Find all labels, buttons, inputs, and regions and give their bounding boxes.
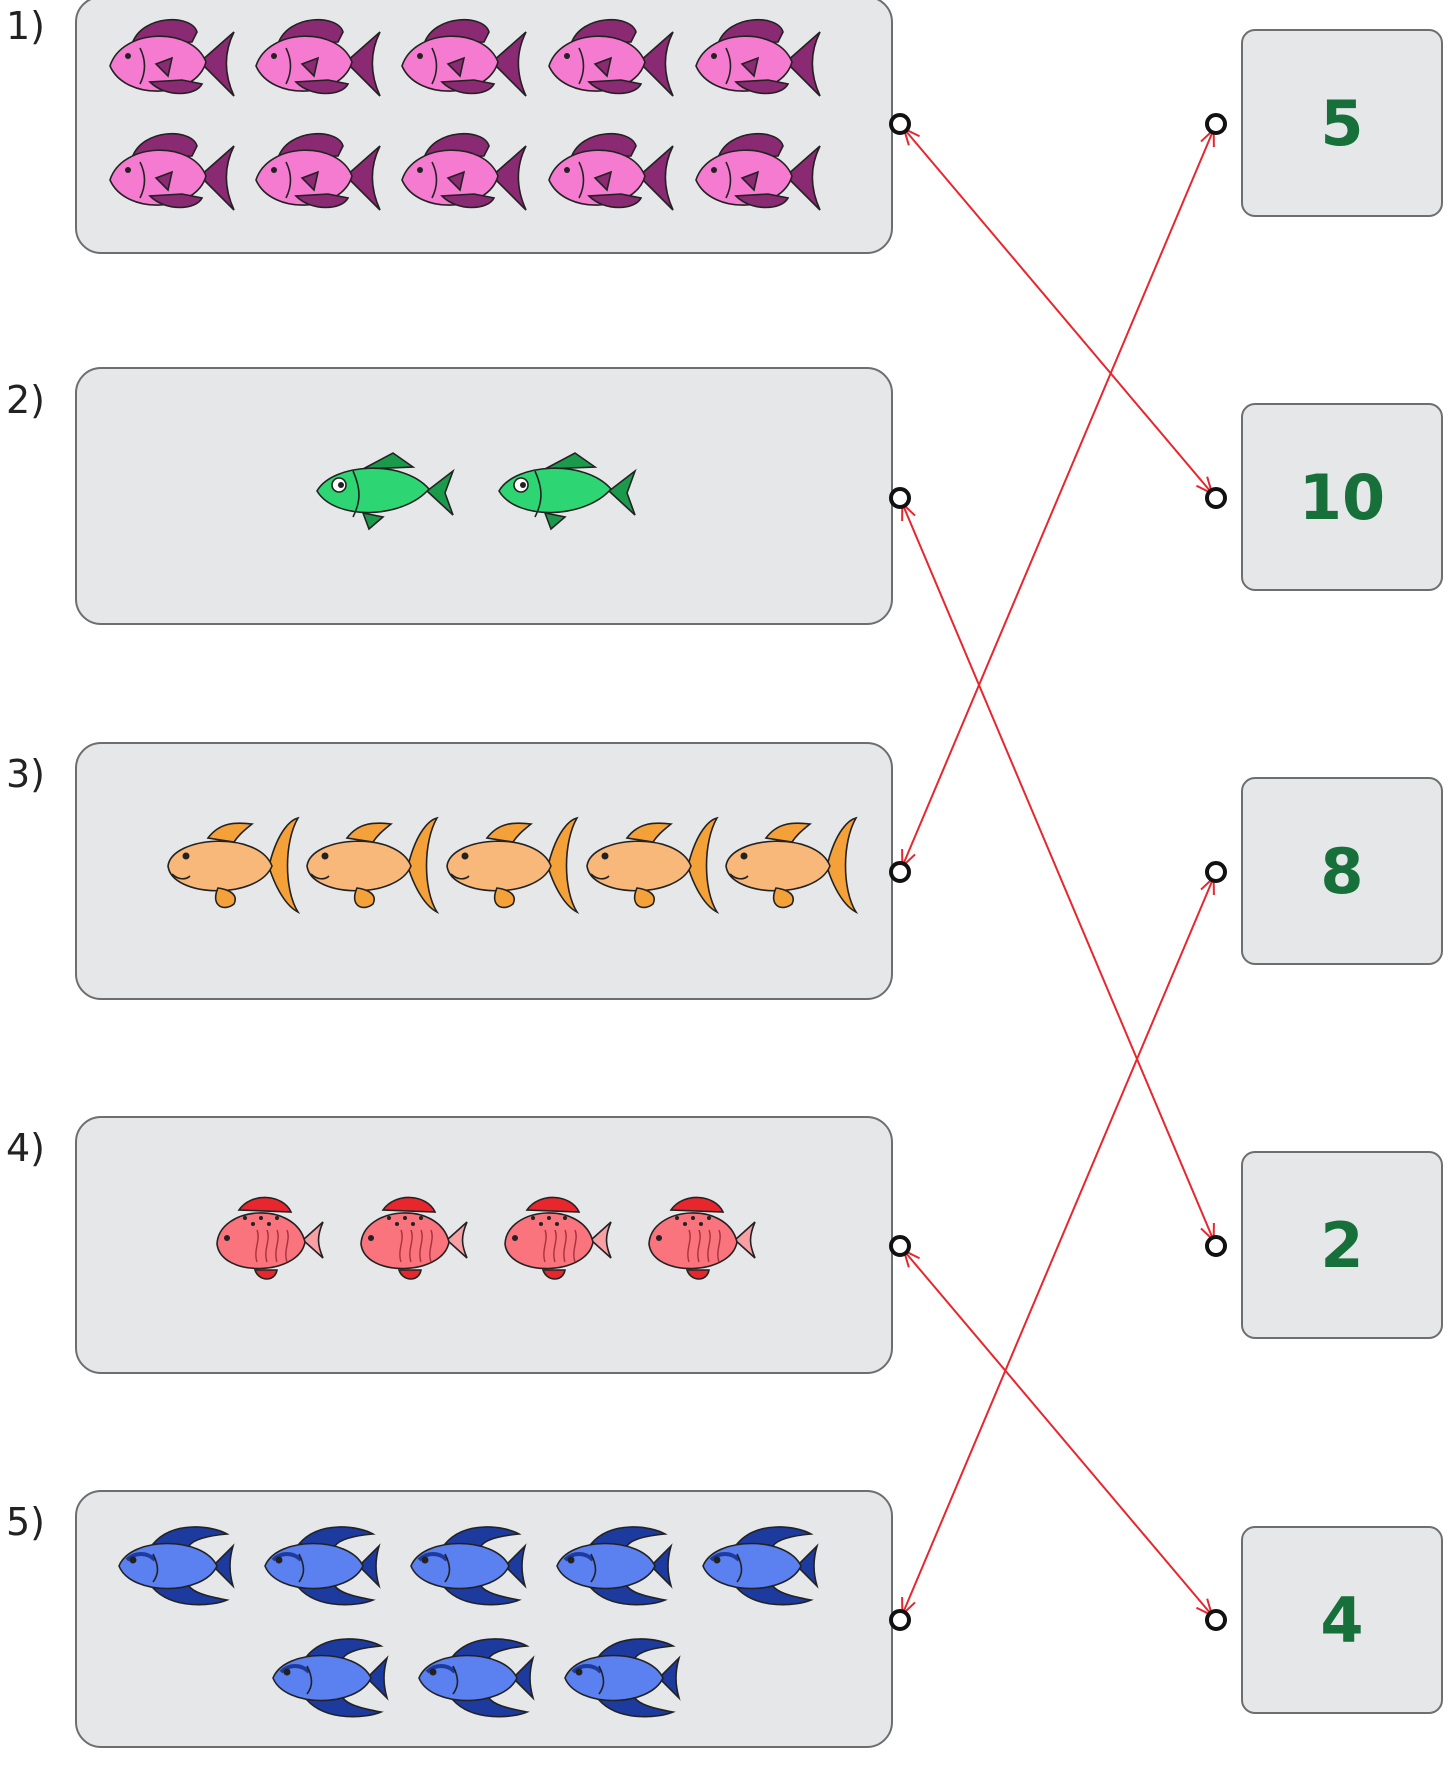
answer-connector-3[interactable] — [1205, 861, 1227, 883]
picture-box-2 — [75, 367, 893, 625]
picture-box-4 — [75, 1116, 893, 1374]
fish-1-8 — [401, 132, 527, 211]
fish-3-2 — [306, 816, 440, 915]
fish-1-5 — [695, 18, 821, 97]
answer-number-3: 8 — [1320, 834, 1364, 908]
answer-connector-1[interactable] — [1205, 113, 1227, 135]
fish-1-10 — [695, 132, 821, 211]
question-connector-2[interactable] — [889, 487, 911, 509]
answer-number-1: 5 — [1320, 86, 1364, 160]
connector-dots — [889, 113, 1227, 1631]
fish-layer — [109, 18, 859, 1718]
answer-connector-5[interactable] — [1205, 1609, 1227, 1631]
question-label-3: 3) — [6, 752, 46, 796]
connection-line-3 — [901, 129, 1215, 867]
question-label-5: 5) — [6, 1500, 46, 1544]
fish-1-4 — [548, 18, 674, 97]
answer-number-4: 2 — [1320, 1208, 1364, 1282]
answer-box-5[interactable]: 4 — [1241, 1526, 1443, 1714]
fish-4-3 — [504, 1196, 612, 1280]
fish-1-6 — [109, 132, 235, 211]
answer-box-2[interactable]: 10 — [1241, 403, 1443, 591]
fish-3-1 — [167, 816, 301, 915]
fish-5-2 — [264, 1526, 381, 1606]
question-label-1: 1) — [6, 4, 46, 48]
fish-5-8 — [564, 1638, 681, 1718]
question-connector-4[interactable] — [889, 1235, 911, 1257]
fish-2-2 — [498, 452, 637, 531]
question-label-4: 4) — [6, 1126, 46, 1170]
fish-1-2 — [255, 18, 381, 97]
connection-lines — [901, 126, 1215, 1618]
fish-4-2 — [360, 1196, 468, 1280]
fish-5-4 — [556, 1526, 673, 1606]
question-connector-3[interactable] — [889, 861, 911, 883]
connection-line-5 — [901, 877, 1215, 1615]
fish-5-5 — [702, 1526, 819, 1606]
fish-3-5 — [725, 816, 859, 915]
fish-1-9 — [548, 132, 674, 211]
connection-line-1 — [903, 127, 1213, 495]
fish-2-1 — [316, 452, 455, 531]
fish-3-3 — [446, 816, 580, 915]
answer-connector-2[interactable] — [1205, 487, 1227, 509]
fish-3-4 — [586, 816, 720, 915]
fish-5-6 — [272, 1638, 389, 1718]
answer-connector-4[interactable] — [1205, 1235, 1227, 1257]
fish-5-3 — [410, 1526, 527, 1606]
question-label-2: 2) — [6, 378, 46, 422]
answer-number-2: 10 — [1298, 460, 1386, 534]
answer-number-5: 4 — [1320, 1583, 1364, 1657]
answer-box-3[interactable]: 8 — [1241, 777, 1443, 965]
fish-4-1 — [216, 1196, 324, 1280]
fish-1-1 — [109, 18, 235, 97]
fish-1-7 — [255, 132, 381, 211]
connection-line-4 — [903, 1249, 1213, 1617]
fish-5-1 — [118, 1526, 235, 1606]
fish-5-7 — [418, 1638, 535, 1718]
connection-line-2 — [901, 503, 1215, 1241]
answer-box-1[interactable]: 5 — [1241, 29, 1443, 217]
question-connector-1[interactable] — [889, 113, 911, 135]
fish-1-3 — [401, 18, 527, 97]
question-connector-5[interactable] — [889, 1609, 911, 1631]
answer-box-4[interactable]: 2 — [1241, 1151, 1443, 1339]
fish-4-4 — [648, 1196, 756, 1280]
